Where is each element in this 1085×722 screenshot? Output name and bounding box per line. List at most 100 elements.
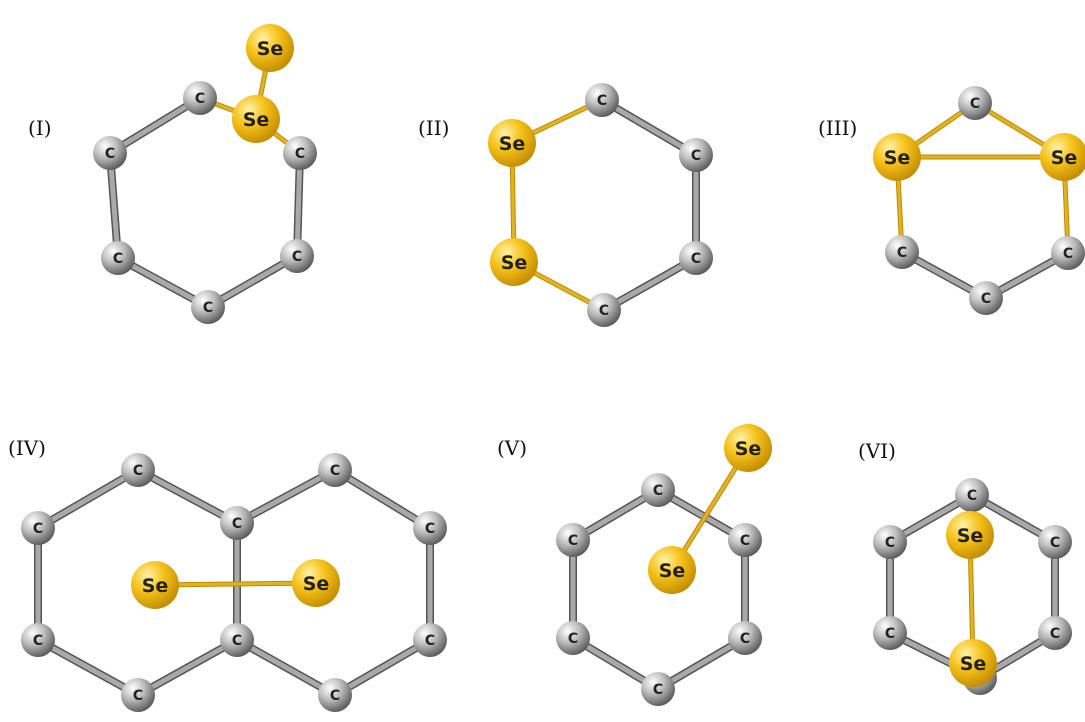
carbon-atom-IV-4 [21, 623, 55, 657]
panel-label-III: (III) [818, 116, 857, 140]
carbon-label-IV-7: C [425, 521, 435, 537]
carbon-label-I-6: C [113, 251, 123, 267]
carbon-label-VI-5: C [885, 535, 895, 551]
carbon-atom-I-0 [183, 81, 217, 115]
carbon-label-VI-4: C [885, 626, 895, 642]
carbon-atom-I-7 [93, 136, 127, 170]
carbon-atom-III-4 [885, 235, 919, 269]
carbon-atom-II-0 [585, 83, 619, 117]
carbon-atom-IV-9 [318, 678, 352, 712]
carbon-atom-VI-2 [1038, 616, 1072, 650]
carbon-atom-IV-5 [21, 511, 55, 545]
bond-IV-7 [332, 467, 433, 531]
carbon-label-I-5: C [203, 300, 213, 316]
selenium-atom-III-5 [873, 133, 921, 181]
carbon-label-V-0: C [653, 483, 663, 499]
bond-IV-9 [332, 637, 433, 698]
carbon-atom-VI-1 [1038, 525, 1072, 559]
bond-IV-5 [35, 467, 141, 531]
selenium-atom-I-2 [246, 24, 294, 72]
bond-IV-6 [234, 467, 338, 526]
carbon-label-I-7: C [105, 146, 115, 162]
selenium-atom-IV-11 [292, 559, 340, 607]
carbon-atom-IV-1 [220, 506, 254, 540]
carbon-atom-IV-7 [413, 511, 447, 545]
carbon-label-IV-5: C [33, 521, 43, 537]
bond-IV-2 [135, 637, 240, 698]
carbon-atom-III-0 [958, 86, 992, 120]
carbon-label-I-0: C [195, 91, 205, 107]
carbon-label-II-1: C [691, 148, 701, 164]
carbon-label-V-4: C [568, 631, 578, 647]
carbon-label-IV-0: C [133, 463, 143, 479]
selenium-atom-III-1 [1040, 133, 1085, 181]
selenium-label-III-1: Se [1051, 147, 1078, 169]
carbon-label-VI-0: C [967, 488, 977, 504]
carbon-label-VI-2: C [1050, 626, 1060, 642]
bond-IV-3 [35, 637, 141, 698]
selenium-label-III-5: Se [884, 147, 911, 169]
bond-I-6 [107, 150, 121, 261]
carbon-atom-V-4 [556, 621, 590, 655]
carbon-atom-II-2 [679, 241, 713, 275]
carbon-atom-III-2 [1051, 236, 1085, 270]
carbon-atom-I-5 [191, 290, 225, 324]
carbon-label-IV-6: C [330, 463, 340, 479]
carbon-label-VI-1: C [1050, 535, 1060, 551]
selenium-label-II-5: Se [499, 133, 526, 155]
selenium-atom-I-1 [232, 95, 280, 143]
carbon-atom-III-3 [969, 281, 1003, 315]
selenium-label-I-1: Se [243, 109, 270, 131]
bond-II-0 [599, 97, 699, 158]
carbon-atom-V-0 [641, 473, 675, 507]
carbon-label-IV-8: C [425, 633, 435, 649]
carbon-atom-VI-5 [873, 525, 907, 559]
bond-I-7 [107, 95, 203, 156]
selenium-atom-IV-10 [131, 561, 179, 609]
carbon-label-V-1: C [740, 533, 750, 549]
carbon-label-V-2: C [740, 631, 750, 647]
carbon-label-II-2: C [691, 251, 701, 267]
carbon-label-I-4: C [292, 249, 302, 265]
bond-I-4 [205, 253, 300, 310]
carbon-atom-IV-8 [413, 623, 447, 657]
carbon-atom-I-3 [283, 136, 317, 170]
carbon-atom-IV-6 [318, 453, 352, 487]
carbon-atom-V-1 [728, 523, 762, 557]
carbon-atom-IV-3 [121, 678, 155, 712]
carbon-atom-IV-2 [220, 623, 254, 657]
selenium-label-VI-7: Se [960, 653, 987, 675]
carbon-label-II-3: C [599, 303, 609, 319]
panel-label-IV: (IV) [8, 436, 46, 460]
selenium-label-IV-11: Se [303, 573, 330, 595]
panel-label-II: (II) [418, 116, 449, 140]
carbon-atom-VI-0 [955, 478, 989, 512]
selenium-label-I-2: Se [257, 38, 284, 60]
carbon-label-II-0: C [597, 93, 607, 109]
carbon-label-III-4: C [897, 245, 907, 261]
selenium-atom-II-5 [488, 119, 536, 167]
selenium-atom-II-4 [490, 238, 538, 286]
selenium-label-V-7: Se [735, 438, 762, 460]
bond-I-3 [294, 150, 303, 259]
carbon-atom-II-3 [587, 293, 621, 327]
panel-label-V: (V) [497, 436, 527, 460]
carbon-label-I-3: C [295, 146, 305, 162]
carbon-atom-V-3 [641, 672, 675, 706]
selenium-atom-VI-7 [949, 639, 997, 687]
carbon-atom-I-6 [101, 241, 135, 275]
selenium-label-VI-6: Se [957, 525, 984, 547]
bond-IV-0 [135, 467, 240, 526]
carbon-label-IV-1: C [232, 516, 242, 532]
carbon-label-V-3: C [653, 682, 663, 698]
bond-I-5 [115, 255, 211, 310]
carbon-label-III-2: C [1063, 246, 1073, 262]
carbon-atom-VI-4 [873, 616, 907, 650]
